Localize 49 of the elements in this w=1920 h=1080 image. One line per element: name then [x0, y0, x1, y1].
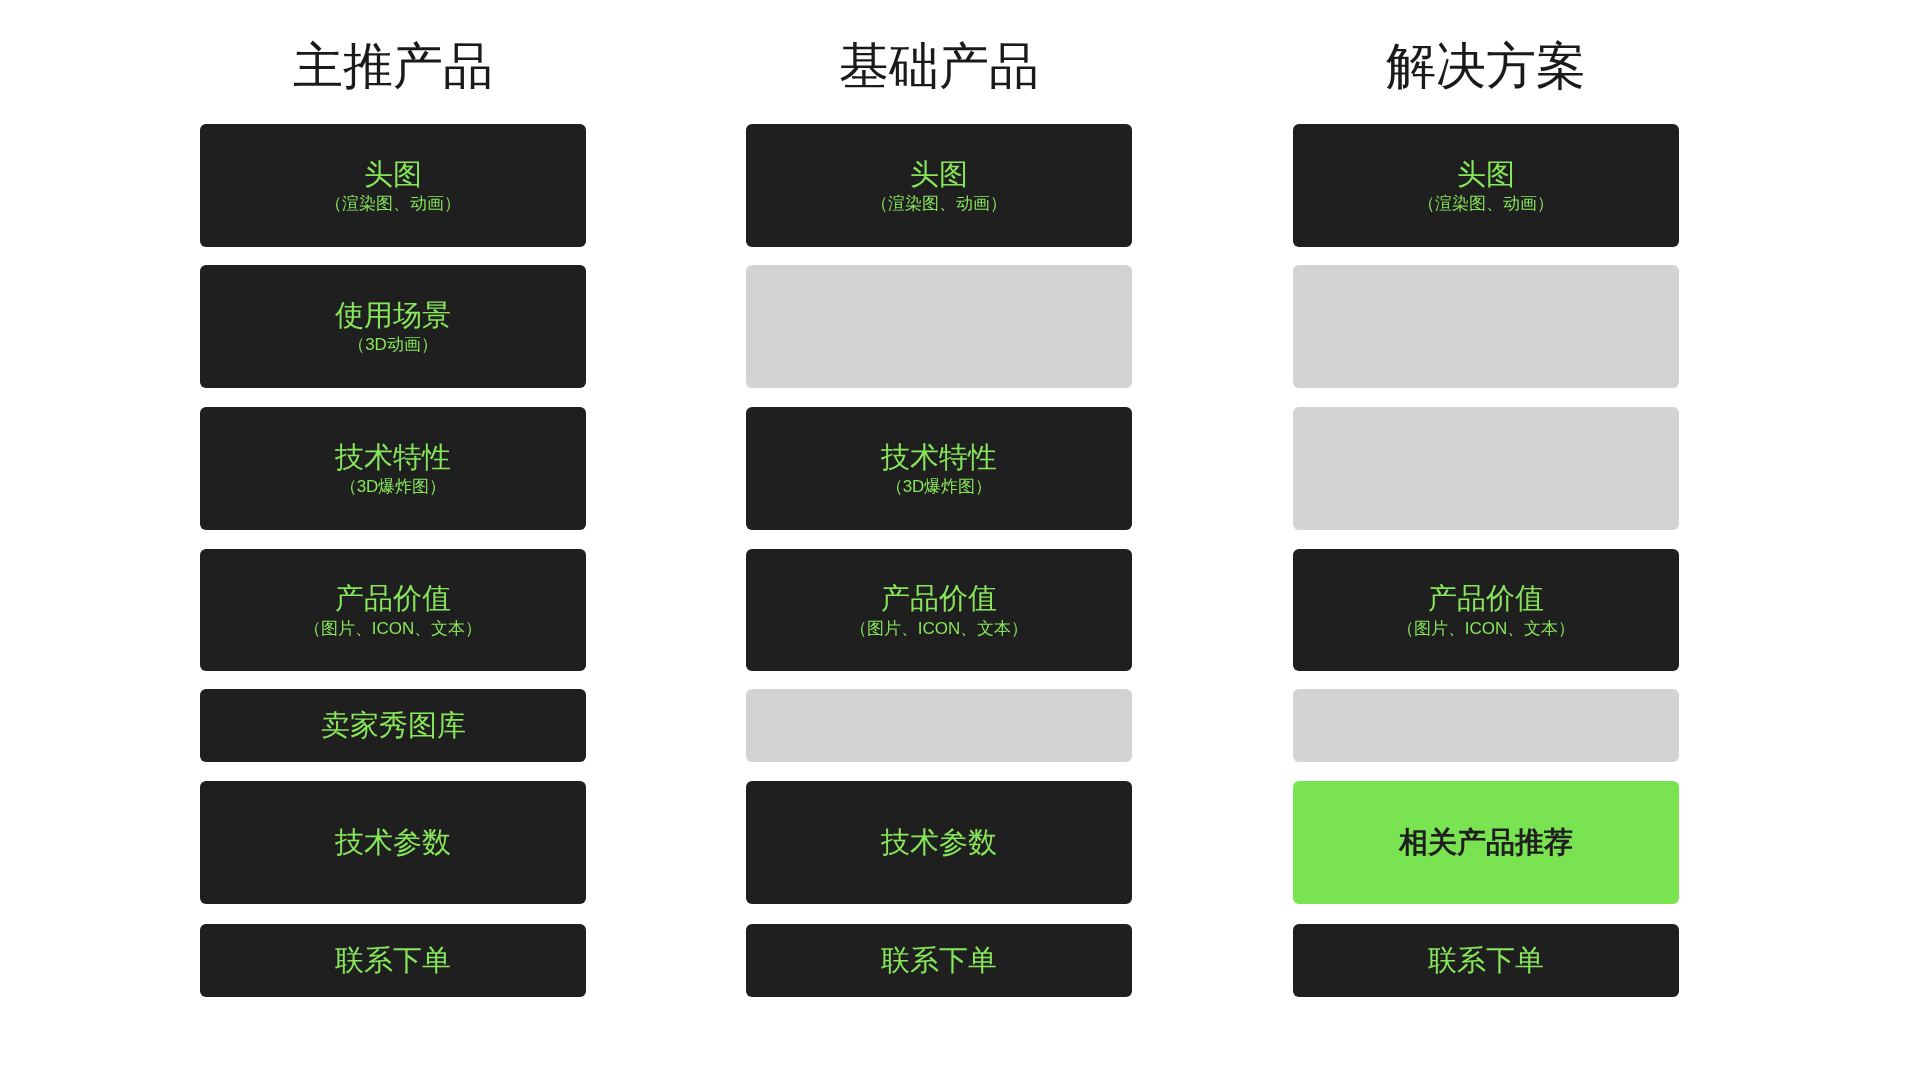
section-title: 联系下单	[335, 942, 451, 978]
section-title: 技术参数	[881, 824, 997, 860]
section-box	[1293, 124, 1679, 247]
column-heading: 基础产品	[838, 37, 1040, 96]
section-title: 技术特性	[335, 439, 451, 475]
section-title: 产品价值	[335, 581, 451, 617]
section-note: （渲染图、动画）	[325, 193, 461, 216]
section-note: （3D爆炸图）	[885, 476, 993, 499]
section-title: 头图	[910, 156, 968, 192]
section-box	[200, 781, 586, 904]
section-box	[746, 407, 1132, 530]
section-title: 技术特性	[881, 439, 997, 475]
section-title: 使用场景	[335, 297, 451, 333]
section-title: 技术参数	[335, 824, 451, 860]
section-note: （图片、ICON、文本）	[1396, 617, 1576, 640]
section-box	[1293, 924, 1679, 997]
section-box	[200, 265, 586, 388]
section-box	[200, 689, 586, 762]
column-heading: 主推产品	[292, 37, 494, 96]
section-box	[746, 124, 1132, 247]
section-box	[746, 549, 1132, 671]
section-title: 头图	[364, 156, 422, 192]
empty-box	[746, 689, 1132, 762]
section-box	[1293, 549, 1679, 671]
section-box	[746, 924, 1132, 997]
section-box	[200, 924, 586, 997]
section-note: （渲染图、动画）	[1418, 193, 1554, 216]
section-box	[200, 124, 586, 247]
empty-box	[1293, 265, 1679, 388]
empty-box	[1293, 689, 1679, 762]
section-title: 产品价值	[881, 581, 997, 617]
highlight-box	[1293, 781, 1679, 904]
section-note: （图片、ICON、文本）	[303, 617, 483, 640]
section-title: 头图	[1457, 156, 1515, 192]
empty-box	[1293, 407, 1679, 530]
section-box	[200, 549, 586, 671]
section-note: （图片、ICON、文本）	[849, 617, 1029, 640]
section-title: 联系下单	[1428, 942, 1544, 978]
section-title: 卖家秀图库	[320, 707, 466, 743]
section-box	[200, 407, 586, 530]
empty-box	[746, 265, 1132, 388]
section-note: （3D爆炸图）	[339, 476, 447, 499]
section-title: 相关产品推荐	[1399, 824, 1573, 860]
column-heading: 解决方案	[1385, 37, 1587, 96]
section-box	[746, 781, 1132, 904]
section-title: 联系下单	[881, 942, 997, 978]
section-note: （3D动画）	[348, 334, 438, 357]
section-title: 产品价值	[1428, 581, 1544, 617]
section-note: （渲染图、动画）	[871, 193, 1007, 216]
